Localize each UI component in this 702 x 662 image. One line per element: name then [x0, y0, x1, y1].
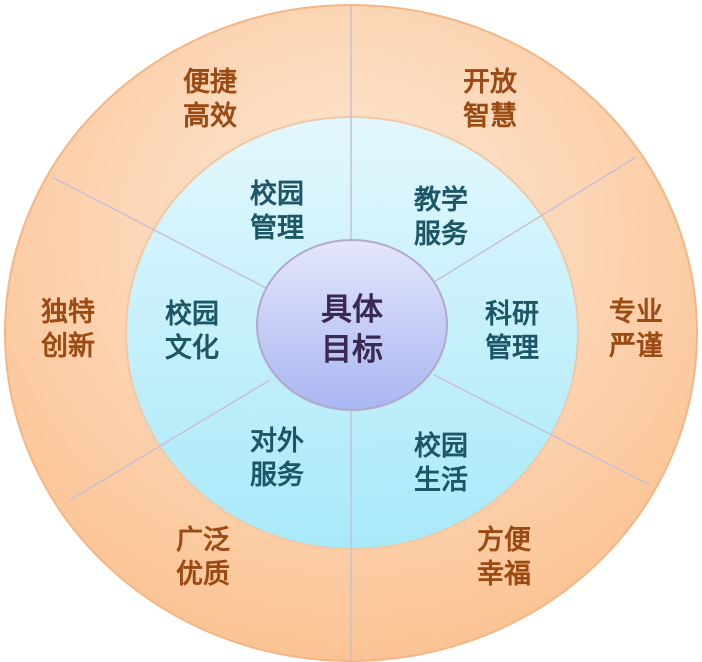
outer-segment-open-smart: 开放智慧: [445, 66, 535, 134]
inner-segment-campus-culture: 校园文化: [147, 298, 237, 366]
outer-segment-convenient-efficient: 便捷高效: [165, 66, 255, 134]
label-line2: 服务: [414, 219, 468, 250]
label-line1: 校园: [250, 179, 304, 210]
label-line2: 服务: [250, 460, 304, 491]
label-line2: 幸福: [477, 559, 531, 590]
label-line1: 科研: [485, 299, 539, 330]
label-line1: 专业: [609, 297, 663, 328]
center-line1: 具体: [321, 292, 383, 328]
label-line1: 教学: [414, 185, 468, 216]
inner-segment-campus-management: 校园管理: [232, 178, 322, 246]
outer-segment-unique-innovative: 独特创新: [23, 296, 113, 364]
outer-segment-professional-rigorous: 专业严谨: [591, 296, 681, 364]
label-line1: 对外: [250, 426, 304, 457]
label-line1: 校园: [414, 431, 468, 462]
label-line1: 广泛: [176, 525, 230, 556]
label-line2: 高效: [183, 101, 237, 132]
label-line2: 管理: [250, 213, 304, 244]
label-line2: 生活: [414, 465, 468, 496]
inner-segment-external-service: 对外服务: [232, 425, 322, 493]
label-line1: 方便: [477, 525, 531, 556]
label-line2: 优质: [176, 559, 230, 590]
label-line2: 文化: [165, 333, 219, 364]
outer-segment-convenient-happy: 方便幸福: [459, 524, 549, 592]
label-line1: 校园: [165, 299, 219, 330]
inner-segment-campus-life: 校园生活: [396, 430, 486, 498]
center-circle: [256, 239, 448, 411]
divider-lines: [51, 5, 651, 660]
center-line2: 目标: [321, 332, 383, 368]
label-line1: 便捷: [183, 67, 237, 98]
label-line2: 管理: [485, 333, 539, 364]
label-line1: 开放: [463, 67, 517, 98]
inner-segment-research-management: 科研管理: [467, 298, 557, 366]
label-line1: 独特: [41, 297, 95, 328]
label-line2: 创新: [41, 331, 95, 362]
label-line2: 严谨: [609, 331, 663, 362]
center-label: 具体目标: [297, 290, 407, 370]
inner-segment-teaching-service: 教学服务: [396, 184, 486, 252]
outer-segment-broad-quality: 广泛优质: [158, 524, 248, 592]
label-line2: 智慧: [463, 101, 517, 132]
